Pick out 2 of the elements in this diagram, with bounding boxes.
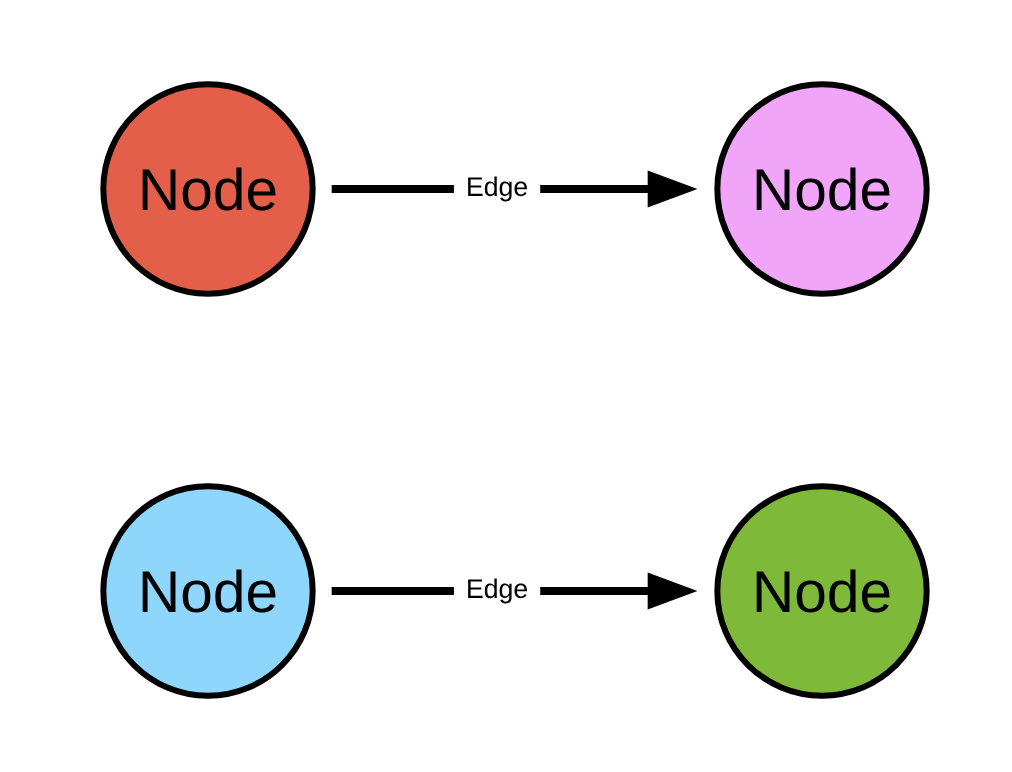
edge-label: Edge xyxy=(453,574,541,608)
edge-label: Edge xyxy=(453,172,541,206)
